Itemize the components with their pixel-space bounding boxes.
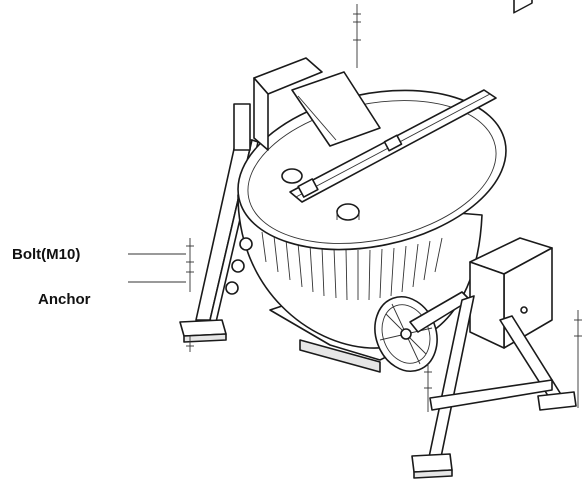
anchor-label: Anchor	[38, 291, 91, 308]
anchor-bolt-left	[186, 238, 194, 352]
bolt-label: Bolt(M10)	[12, 246, 81, 263]
handwheel	[374, 291, 471, 372]
anchor-bolt-bottom	[424, 364, 432, 412]
lid-support	[253, 57, 381, 151]
right-frame	[411, 295, 577, 479]
anchor-bolt-top	[353, 4, 361, 68]
kettle-lid	[237, 89, 507, 251]
anchor-bolt-right	[574, 310, 582, 408]
